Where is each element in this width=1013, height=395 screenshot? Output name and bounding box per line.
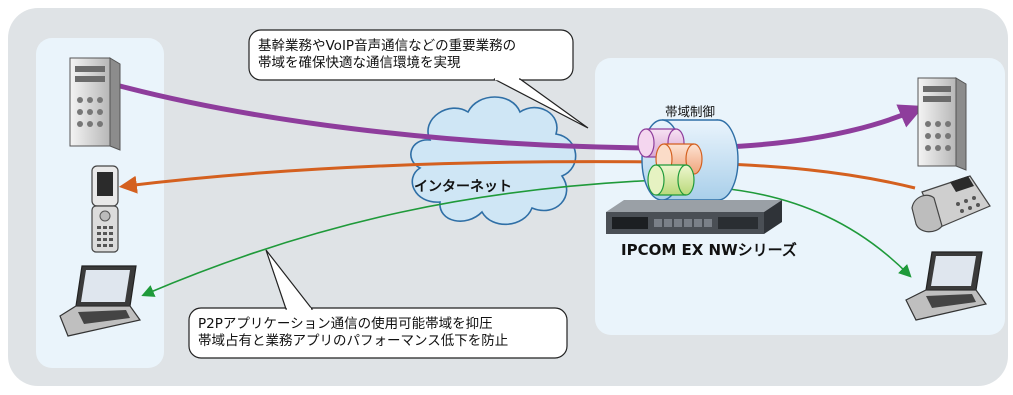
voip-traffic-flow bbox=[118, 160, 916, 194]
top-callout-line2: 帯域を確保快適な通信環境を実現 bbox=[258, 55, 461, 71]
bandwidth-control-label: 帯域制御 bbox=[665, 104, 716, 119]
ipcom-appliance bbox=[606, 200, 782, 234]
bottom-callout-text: P2Pアプリケーション通信の使用可能帯域を抑圧 帯域占有と業務アプリのパフォーマ… bbox=[198, 316, 508, 350]
right-server-icon bbox=[917, 77, 967, 171]
internet-cloud bbox=[410, 96, 577, 226]
business-traffic-flow bbox=[119, 83, 925, 151]
top-callout-line1: 基幹業務やVoIP音声通信などの重要業務の bbox=[258, 38, 517, 54]
p2p-traffic-flow-right bbox=[719, 187, 912, 278]
bottom-callout-line1: P2Pアプリケーション通信の使用可能帯域を抑圧 bbox=[198, 316, 493, 332]
left-server-icon bbox=[69, 57, 121, 151]
mobile-phone-icon bbox=[91, 165, 119, 253]
bottom-callout-line2: 帯域占有と業務アプリのパフォーマンス低下を防止 bbox=[198, 333, 509, 349]
p2p-traffic-flow-left bbox=[141, 179, 661, 297]
top-callout-text: 基幹業務やVoIP音声通信などの重要業務の 帯域を確保快適な通信環境を実現 bbox=[258, 38, 516, 72]
bandwidth-control-pipes bbox=[637, 119, 739, 201]
ip-phone-icon bbox=[911, 175, 991, 233]
product-label: IPCOM EX NWシリーズ bbox=[621, 241, 797, 259]
internet-label: インターネット bbox=[414, 179, 512, 195]
left-laptop-icon bbox=[59, 265, 142, 337]
bottom-callout-bubble bbox=[188, 249, 568, 359]
top-callout-bubble bbox=[248, 29, 589, 129]
right-laptop-icon bbox=[905, 251, 988, 321]
